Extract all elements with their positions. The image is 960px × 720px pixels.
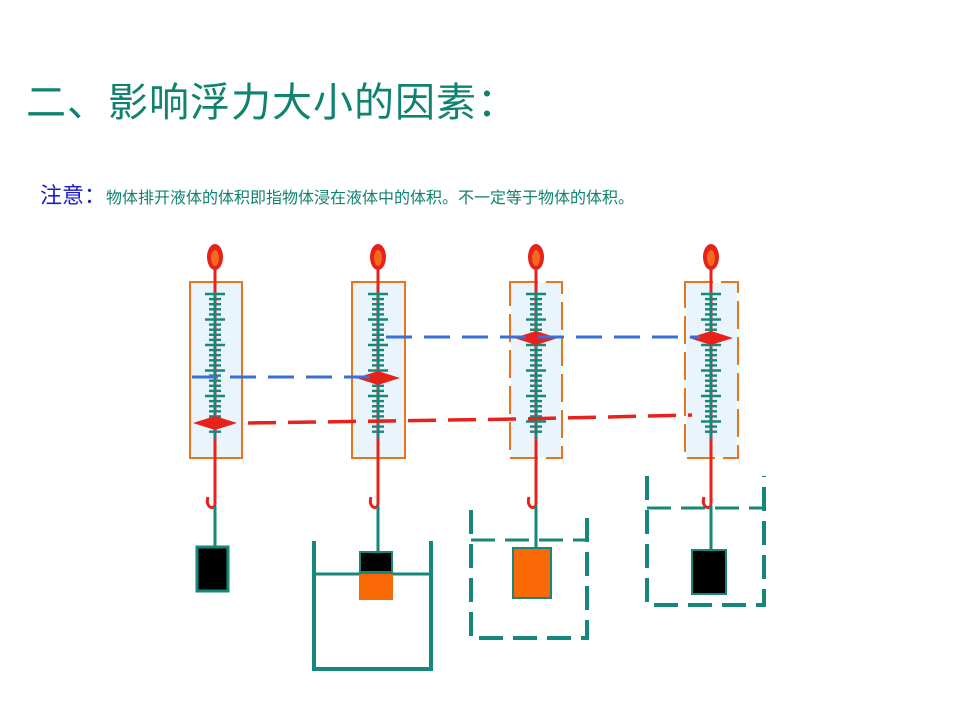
top-ring-inner xyxy=(211,250,219,266)
top-ring-inner xyxy=(374,250,382,266)
object-block-immersed xyxy=(359,574,393,600)
reading-guide-red xyxy=(247,413,693,425)
note-label: 注意： xyxy=(40,184,107,209)
spring-scale xyxy=(351,244,406,552)
top-ring-inner xyxy=(532,250,540,266)
object-block-above-liquid xyxy=(359,551,393,573)
spring-scale xyxy=(189,244,243,547)
note-text: 物体排开液体的体积即指物体浸在液体中的体积。不一定等于物体的体积。 xyxy=(106,188,635,207)
scale-pointer xyxy=(356,371,400,385)
hook-icon xyxy=(368,493,380,509)
hook-icon xyxy=(701,493,713,509)
note: 注意：物体排开液体的体积即指物体浸在液体中的体积。不一定等于物体的体积。 xyxy=(40,178,634,210)
scale-pointer xyxy=(193,416,237,430)
hook-icon xyxy=(205,493,217,509)
container-walls xyxy=(312,541,433,671)
scale-pointer xyxy=(514,331,558,345)
object-block-immersed xyxy=(691,549,727,595)
spring-scale xyxy=(684,244,739,550)
container-walls xyxy=(469,510,589,640)
liquid-container xyxy=(645,476,766,607)
spring-scale xyxy=(509,244,563,550)
scale-pointer xyxy=(689,331,733,345)
container-walls xyxy=(645,476,766,607)
hook-icon xyxy=(526,493,538,509)
slide-title: 二、影响浮力大小的因素： xyxy=(26,80,518,126)
liquid-container xyxy=(469,510,589,640)
object-block-immersed xyxy=(512,547,552,599)
top-ring-inner xyxy=(707,250,715,266)
object-block xyxy=(195,545,230,593)
